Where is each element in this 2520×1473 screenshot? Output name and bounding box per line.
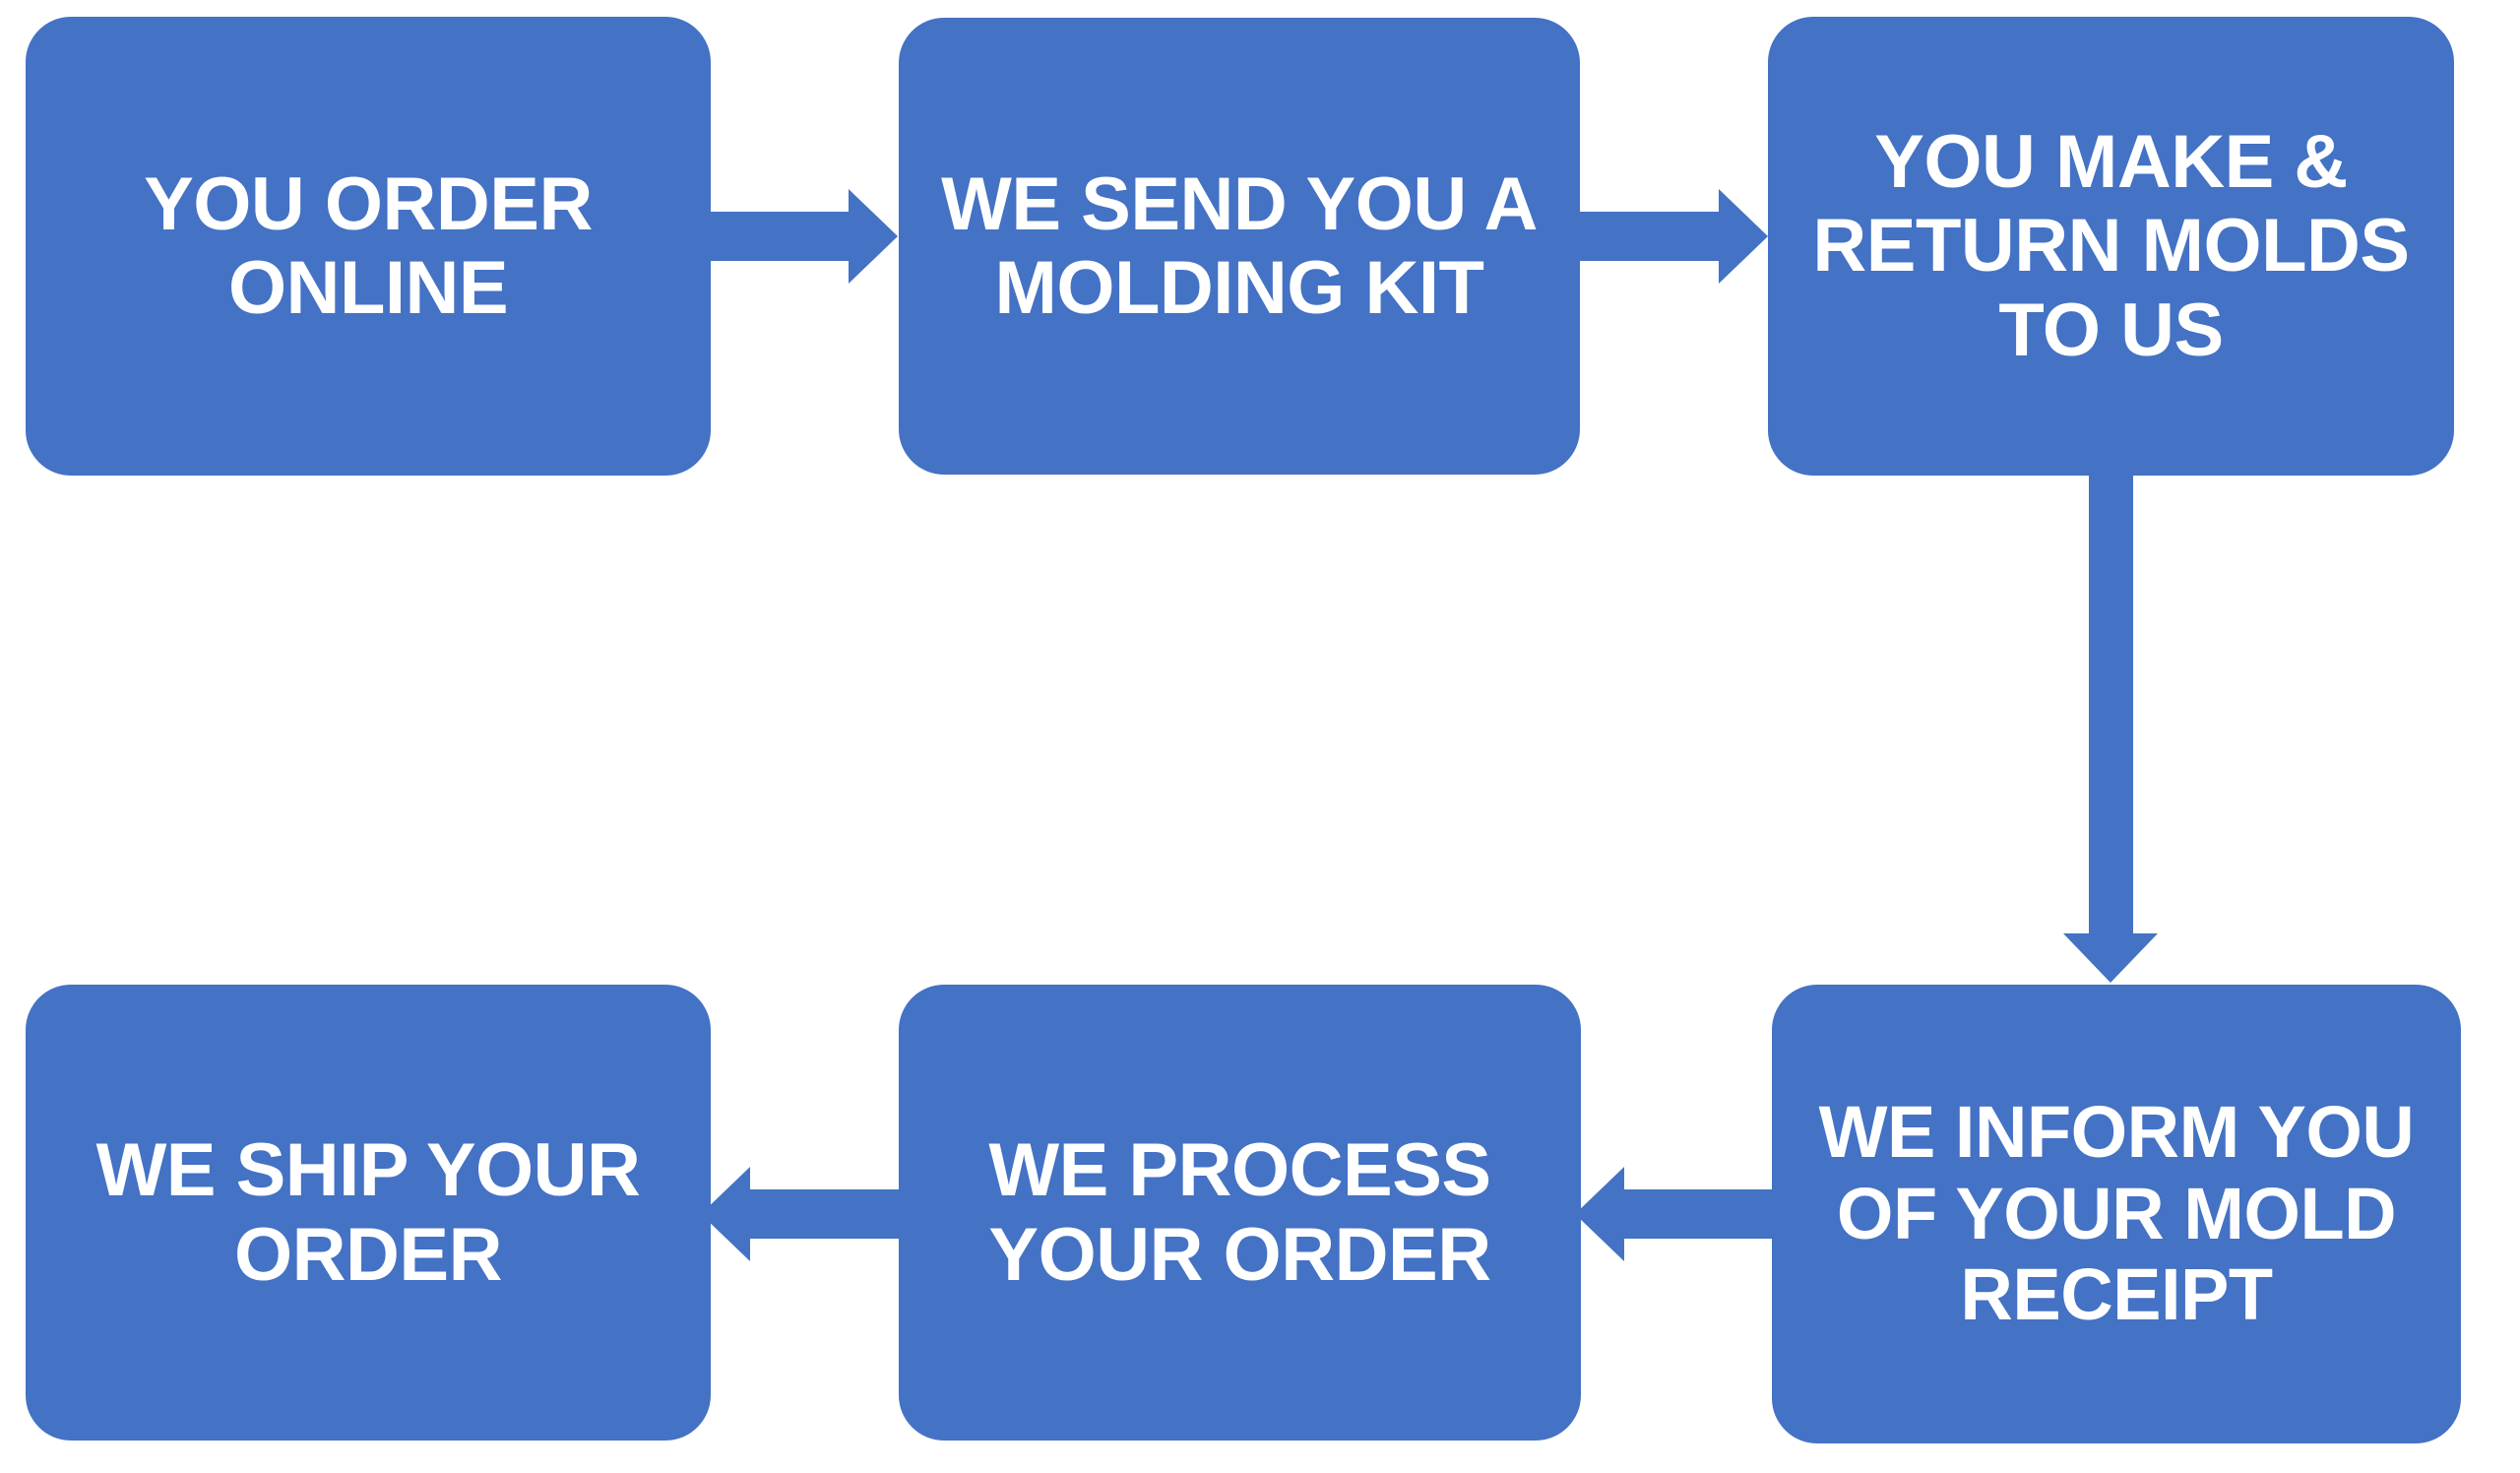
- flowchart-node-label: WE INFORM YOU OF YOUR MOLD RECEIPT: [1818, 1090, 2415, 1336]
- arrow-shaft: [1580, 212, 1721, 261]
- arrow-head: [1575, 1167, 1624, 1261]
- arrow-shaft: [1624, 1189, 1774, 1239]
- flowchart-node-label: WE PROCESS YOUR ORDER: [988, 1128, 1491, 1297]
- flowchart-node-you-order-online[interactable]: YOU ORDER ONLINE: [26, 17, 711, 476]
- flowchart-node-we-inform-you-of-your-mold-receipt[interactable]: WE INFORM YOU OF YOUR MOLD RECEIPT: [1772, 985, 2461, 1443]
- arrow-shaft: [711, 212, 850, 261]
- arrow-head: [2063, 933, 2158, 983]
- arrow-shaft: [750, 1189, 901, 1239]
- arrow-head: [1719, 189, 1768, 284]
- flowchart-node-label: YOU MAKE & RETURN MOLDS TO US: [1812, 120, 2410, 372]
- arrow-head: [849, 189, 898, 284]
- arrow-head: [701, 1167, 750, 1261]
- flowchart-node-label: YOU ORDER ONLINE: [144, 161, 593, 330]
- flowchart-node-label: WE SEND YOU A MOLDING KIT: [941, 161, 1538, 330]
- flowchart-node-label: WE SHIP YOUR ORDER: [95, 1128, 641, 1297]
- flowchart-node-we-process-your-order[interactable]: WE PROCESS YOUR ORDER: [899, 985, 1581, 1441]
- flowchart-node-we-send-you-a-molding-kit[interactable]: WE SEND YOU A MOLDING KIT: [899, 18, 1580, 475]
- flowchart-node-we-ship-your-order[interactable]: WE SHIP YOUR ORDER: [26, 985, 711, 1441]
- arrow-shaft: [2089, 473, 2133, 935]
- flowchart-node-you-make-and-return-molds-to-us[interactable]: YOU MAKE & RETURN MOLDS TO US: [1768, 17, 2454, 476]
